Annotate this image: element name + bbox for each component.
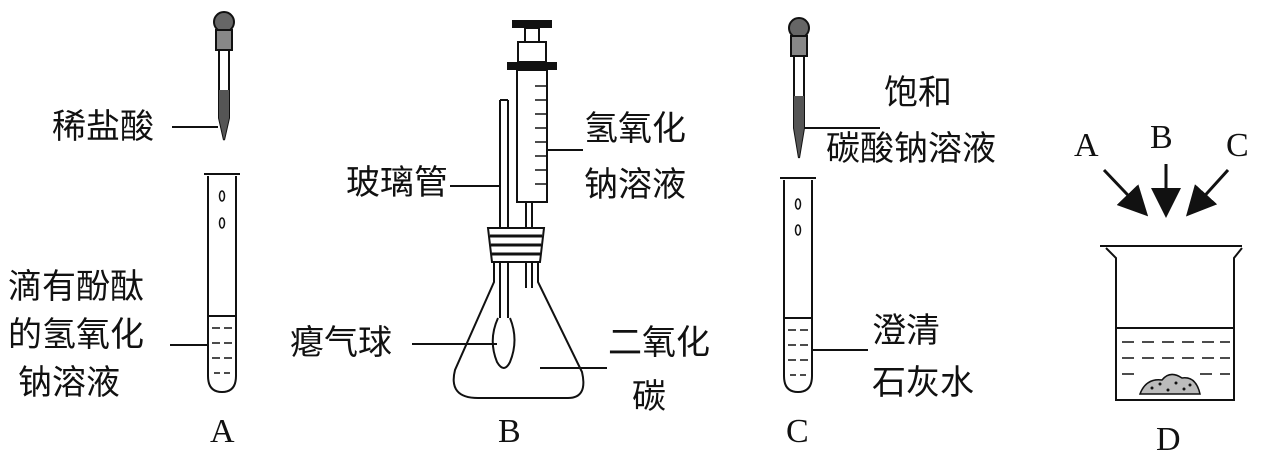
arrow-label-b: B bbox=[1150, 119, 1173, 156]
glass-tube-b bbox=[499, 99, 509, 318]
label-sodium-carbonate-line1: 饱和 bbox=[884, 73, 952, 113]
arrow-from-a bbox=[1102, 168, 1149, 217]
caption-d: D bbox=[1156, 421, 1181, 458]
beaker-d bbox=[1100, 245, 1243, 401]
caption-b: B bbox=[498, 413, 521, 450]
caption-a: A bbox=[210, 413, 235, 450]
arrow-label-c: C bbox=[1226, 127, 1249, 164]
label-sodium-carbonate-line2: 碳酸钠溶液 bbox=[826, 129, 996, 169]
label-limewater-line2: 石灰水 bbox=[872, 363, 974, 403]
arrow-from-c bbox=[1185, 168, 1230, 217]
conical-flask-b bbox=[452, 262, 585, 399]
label-balloon: 瘪气球 bbox=[290, 323, 392, 363]
label-syringe-naoh-line1: 氢氧化 bbox=[584, 109, 686, 149]
label-dilute-hcl: 稀盐酸 bbox=[52, 107, 154, 147]
deflated-balloon-b bbox=[491, 317, 516, 369]
test-tube-c bbox=[780, 177, 816, 394]
apparatus-a: 稀盐酸 滴有酚酞 的氢氧化 钠溶液 A bbox=[8, 11, 240, 450]
label-phenolphthalein-line3: 钠溶液 bbox=[18, 363, 120, 403]
label-phenolphthalein-line2: 的氢氧化 bbox=[8, 315, 144, 355]
apparatus-b: 玻璃管 氢氧化 钠溶液 瘪气球 二氧化 碳 B bbox=[290, 20, 710, 450]
caption-c: C bbox=[786, 413, 809, 450]
label-glass-tube: 玻璃管 bbox=[346, 163, 448, 203]
arrow-label-a: A bbox=[1074, 127, 1099, 164]
apparatus-c: 饱和 碳酸钠溶液 澄清 石灰水 C bbox=[780, 17, 996, 450]
label-co2-line1: 二氧化 bbox=[608, 323, 710, 363]
label-limewater-line1: 澄清 bbox=[872, 311, 940, 351]
label-phenolphthalein-line1: 滴有酚酞 bbox=[8, 267, 144, 307]
dropper-a bbox=[213, 11, 235, 141]
label-co2-line2: 碳 bbox=[632, 377, 666, 417]
test-tube-a bbox=[204, 173, 240, 394]
dropper-c bbox=[788, 17, 810, 159]
apparatus-d: A B C bbox=[1074, 119, 1249, 458]
stopper-b bbox=[486, 227, 546, 263]
label-syringe-naoh-line2: 钠溶液 bbox=[584, 165, 686, 205]
syringe-b bbox=[507, 20, 557, 288]
